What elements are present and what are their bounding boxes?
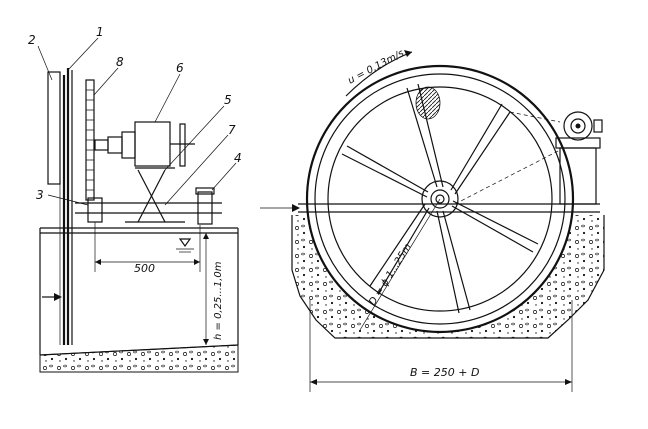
part-label-5: 5	[224, 93, 232, 107]
wheel-spokes	[341, 83, 539, 314]
mesh-panel	[415, 86, 441, 120]
part-label-6: 6	[176, 61, 184, 75]
tachometer-mount	[125, 167, 185, 223]
part-label-1: 1	[96, 25, 104, 39]
dimension-500	[94, 222, 201, 272]
channel	[39, 227, 239, 373]
axle	[75, 187, 222, 225]
part-label-4: 4	[234, 151, 242, 165]
wheel-hub	[421, 180, 459, 218]
part-label-8: 8	[116, 55, 124, 69]
axle-frame	[260, 111, 600, 213]
scale-bar	[85, 79, 95, 201]
right-view: u = 0,13m/s D = ϕ 1...25m B = 250 + D	[260, 48, 605, 392]
diameter-line	[359, 198, 441, 331]
left-view: 1 2 8 6 5 7 4 3 500 h = 0,25...1,0m	[28, 25, 242, 373]
part-label-3: 3	[36, 188, 44, 202]
wheel-edge	[59, 68, 73, 345]
part-label-7: 7	[228, 123, 236, 137]
dimension-b	[309, 300, 573, 392]
water-level-symbol	[176, 238, 194, 253]
flow-arrow	[42, 293, 62, 301]
width-label: B = 250 + D	[410, 366, 479, 379]
part-label-2: 2	[28, 33, 36, 47]
dimension-h	[203, 233, 209, 345]
leader-lines	[37, 37, 237, 206]
generator-unit	[555, 111, 603, 205]
dimension-500-label: 500	[134, 262, 155, 275]
tachometer-generator	[94, 121, 195, 167]
plate	[47, 71, 61, 185]
dimension-h-label: h = 0,25...1,0m	[213, 261, 224, 340]
speed-arrow	[345, 50, 413, 97]
wheel-rim	[305, 64, 575, 334]
